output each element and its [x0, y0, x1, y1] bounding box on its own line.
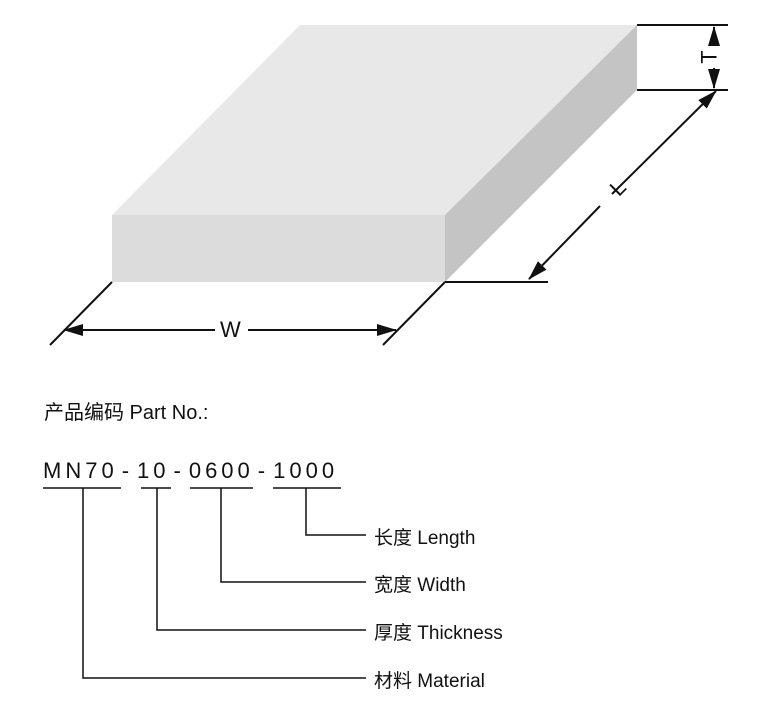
thickness-label: T: [696, 50, 722, 64]
code-length: 1000: [273, 458, 339, 483]
plate-top-face: [112, 25, 637, 215]
part-number-code: MN70 - 10 - 0600 - 1000: [43, 458, 338, 484]
plate-side-face: [445, 25, 637, 282]
width-label: W: [220, 317, 241, 342]
code-leader-lines: [43, 487, 366, 679]
plate-front-face: [112, 215, 445, 282]
code-sep: -: [121, 458, 134, 483]
label-length: 长度 Length: [374, 528, 476, 549]
length-arrow: [611, 90, 717, 195]
code-thickness: 10: [137, 458, 170, 483]
code-sep: -: [257, 458, 270, 483]
code-material: MN70: [43, 458, 118, 483]
code-sep: -: [173, 458, 185, 483]
label-width: 宽度 Width: [374, 575, 466, 596]
part-number-title: 产品编码 Part No.:: [44, 402, 209, 424]
code-width: 0600: [188, 458, 254, 483]
label-material: 材料 Material: [374, 671, 485, 692]
label-thickness: 厚度 Thickness: [374, 623, 503, 644]
